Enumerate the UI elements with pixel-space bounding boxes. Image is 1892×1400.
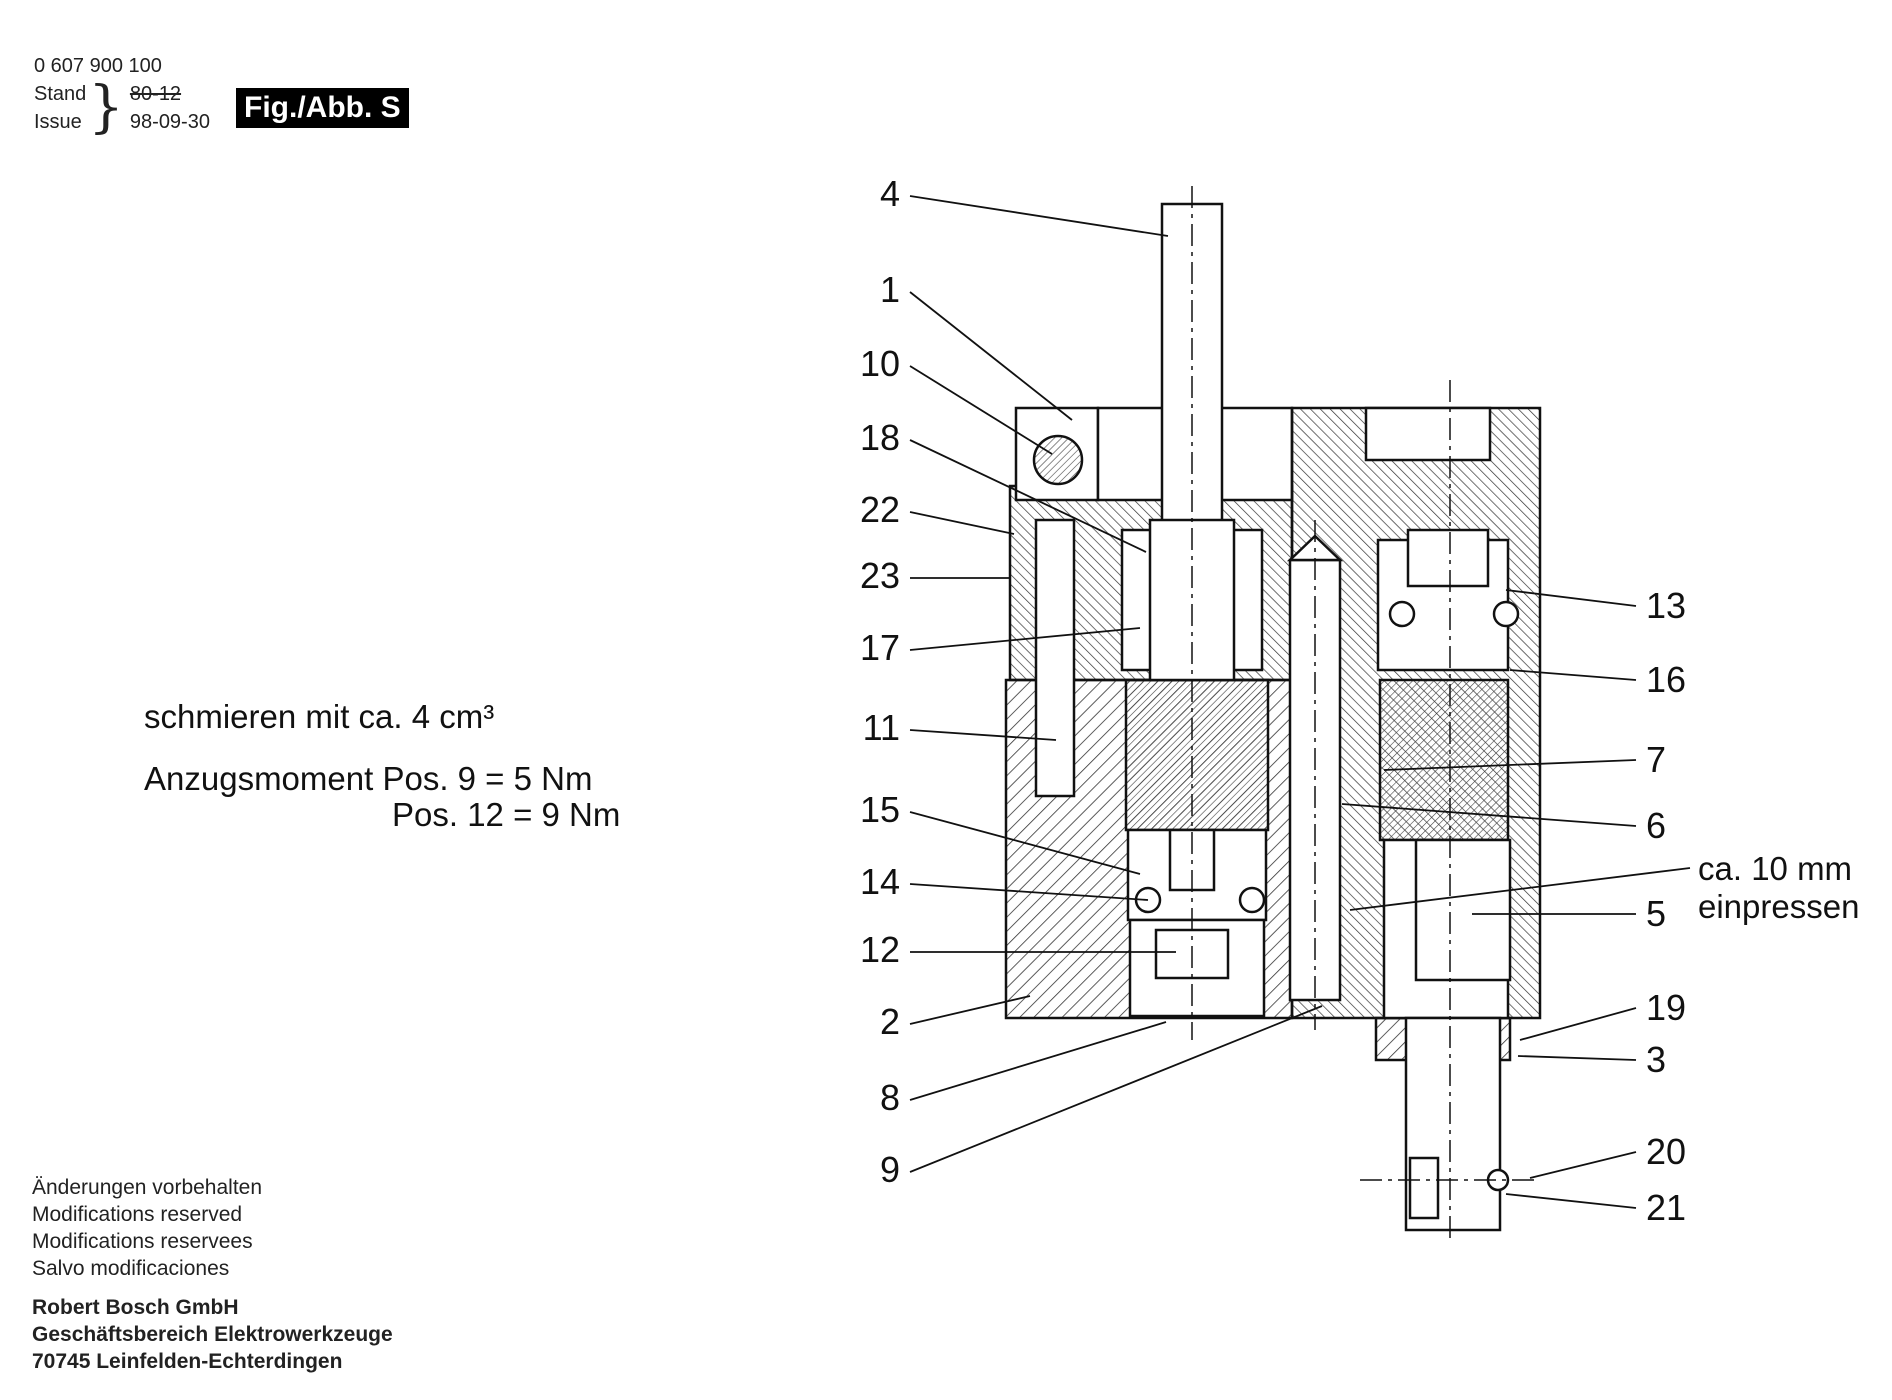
lubrication-note: schmieren mit ca. 4 cm³	[144, 698, 495, 735]
modification-note-es: Salvo modificaciones	[32, 1257, 230, 1280]
issue-label: Issue	[34, 111, 82, 133]
press-note-line2: einpressen	[1698, 888, 1859, 925]
issue-date: 98-09-30	[129, 111, 210, 133]
leader-lines	[909, 195, 1691, 1209]
modification-note-en: Modifications reserved	[32, 1203, 243, 1226]
callout-16: 16	[1646, 659, 1686, 700]
callout-7: 7	[1646, 739, 1666, 780]
stand-issue-block: Stand Issue } 80-12 98-09-30	[34, 80, 210, 136]
callout-3: 3	[1646, 1039, 1666, 1080]
callout-15: 15	[860, 789, 900, 830]
torque-value-1: Pos. 9 = 5 Nm	[382, 760, 593, 797]
callout-12: 12	[860, 929, 900, 970]
callout-18: 18	[860, 417, 900, 458]
figure-label: Fig./Abb. S	[236, 88, 409, 128]
callout-8: 8	[880, 1077, 900, 1118]
callout-17: 17	[860, 627, 900, 668]
callout-13: 13	[1646, 585, 1686, 626]
callout-2: 2	[880, 1001, 900, 1042]
callout-22: 22	[860, 489, 900, 530]
stand-label: Stand	[34, 83, 87, 105]
torque-label: Anzugsmoment	[144, 760, 374, 797]
callout-6: 6	[1646, 805, 1666, 846]
callout-21: 21	[1646, 1187, 1686, 1228]
callout-23: 23	[860, 555, 900, 596]
callouts-right: 13 16 7 6 5 19 3 20 21	[1646, 585, 1686, 1228]
callout-10: 10	[860, 343, 900, 384]
press-note-line1: ca. 10 mm	[1698, 850, 1852, 887]
old-date: 80-12	[129, 83, 182, 105]
callout-5: 5	[1646, 893, 1666, 934]
callout-20: 20	[1646, 1131, 1686, 1172]
torque-note: Anzugsmoment Pos. 9 = 5 Nm	[144, 760, 592, 798]
modification-note-de: Änderungen vorbehalten	[32, 1176, 263, 1199]
part-number: 0 607 900 100	[34, 55, 162, 77]
callout-1: 1	[880, 269, 900, 310]
brace-icon: }	[88, 75, 124, 140]
callout-4: 4	[880, 173, 900, 214]
company-division: Geschäftsbereich Elektrowerkzeuge	[32, 1323, 393, 1346]
company-block: Robert Bosch GmbH Geschäftsbereich Elekt…	[32, 1294, 393, 1375]
torque-value-2: Pos. 12 = 9 Nm	[392, 796, 621, 833]
callout-9: 9	[880, 1149, 900, 1190]
output-shaft	[1404, 528, 1512, 1232]
callout-19: 19	[1646, 987, 1686, 1028]
document-header: 0 607 900 100 Stand Issue } 80-12 98-09-…	[34, 52, 210, 136]
callout-11: 11	[863, 707, 900, 748]
modification-note-fr: Modifications reservees	[32, 1230, 253, 1253]
center-lines	[1191, 186, 1540, 1240]
callouts-left: 4 1 10 18 22 23 17 11 15 14 12 2 8 9	[860, 173, 900, 1190]
callout-14: 14	[860, 861, 900, 902]
company-address: 70745 Leinfelden-Echterdingen	[32, 1350, 343, 1373]
company-name: Robert Bosch GmbH	[32, 1296, 239, 1319]
document-footer: Änderungen vorbehalten Modifications res…	[32, 1174, 393, 1375]
